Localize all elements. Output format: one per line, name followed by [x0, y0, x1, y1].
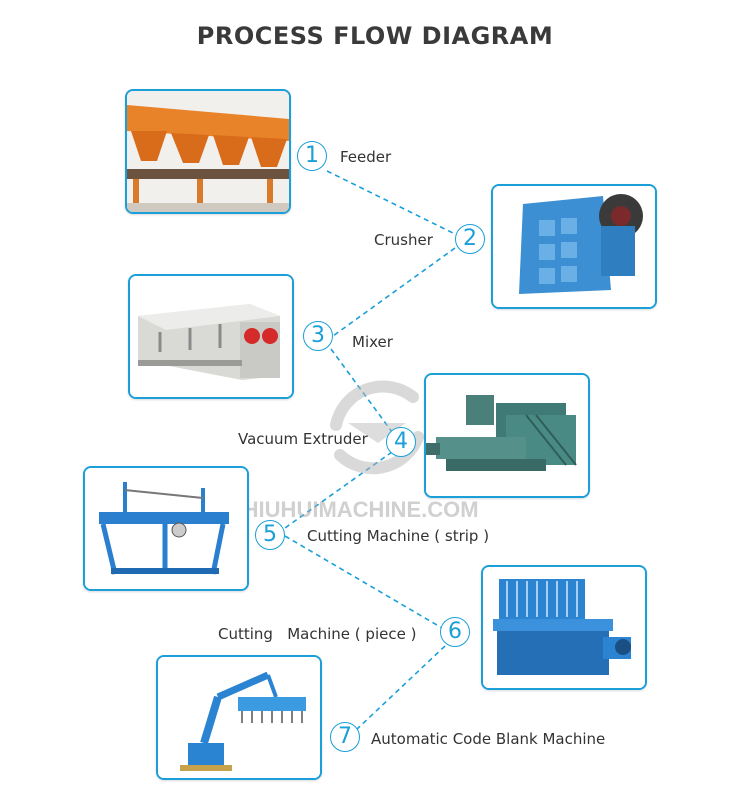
cutting-machine-strip-image — [83, 466, 249, 591]
connector-2-3 — [332, 247, 456, 337]
feeder-illustration — [127, 91, 289, 212]
crusher-image — [491, 184, 657, 309]
vacuum-extruder-illustration — [426, 375, 588, 496]
connector-6-7 — [354, 645, 446, 732]
automatic-code-blank-machine-illustration — [158, 657, 320, 778]
connector-1-2 — [326, 170, 456, 235]
page-title: PROCESS FLOW DIAGRAM — [196, 22, 554, 50]
automatic-code-blank-machine-image — [156, 655, 322, 780]
step-label-cutting-machine-strip: Cutting Machine ( strip ) — [307, 527, 490, 545]
cutting-machine-piece-illustration — [483, 567, 645, 688]
step-label-mixer: Mixer — [352, 333, 393, 351]
feeder-image — [125, 89, 291, 214]
connector-3-4 — [330, 348, 393, 433]
mixer-illustration — [130, 276, 292, 397]
watermark-text: SHIUHUIMACHINE.COM — [228, 497, 479, 522]
step-label-crusher: Crusher — [374, 231, 433, 249]
connector-5-6 — [284, 535, 443, 629]
step-number-3: 3 — [303, 321, 333, 351]
mixer-image — [128, 274, 294, 399]
step-number-6: 6 — [440, 617, 470, 647]
crusher-illustration — [493, 186, 655, 307]
step-number-4: 4 — [386, 427, 416, 457]
step-number-7: 7 — [330, 722, 360, 752]
step-label-vacuum-extruder: Vacuum Extruder — [238, 430, 368, 448]
step-number-1: 1 — [297, 141, 327, 171]
step-label-automatic-code-blank-machine: Automatic Code Blank Machine — [371, 730, 606, 748]
step-number-2: 2 — [455, 224, 485, 254]
vacuum-extruder-image — [424, 373, 590, 498]
cutting-machine-strip-illustration — [85, 468, 247, 589]
step-label-feeder: Feeder — [340, 148, 392, 166]
step-label-cutting-machine-piece: Cutting Machine ( piece ) — [218, 625, 417, 643]
step-number-5: 5 — [255, 520, 285, 550]
cutting-machine-piece-image — [481, 565, 647, 690]
